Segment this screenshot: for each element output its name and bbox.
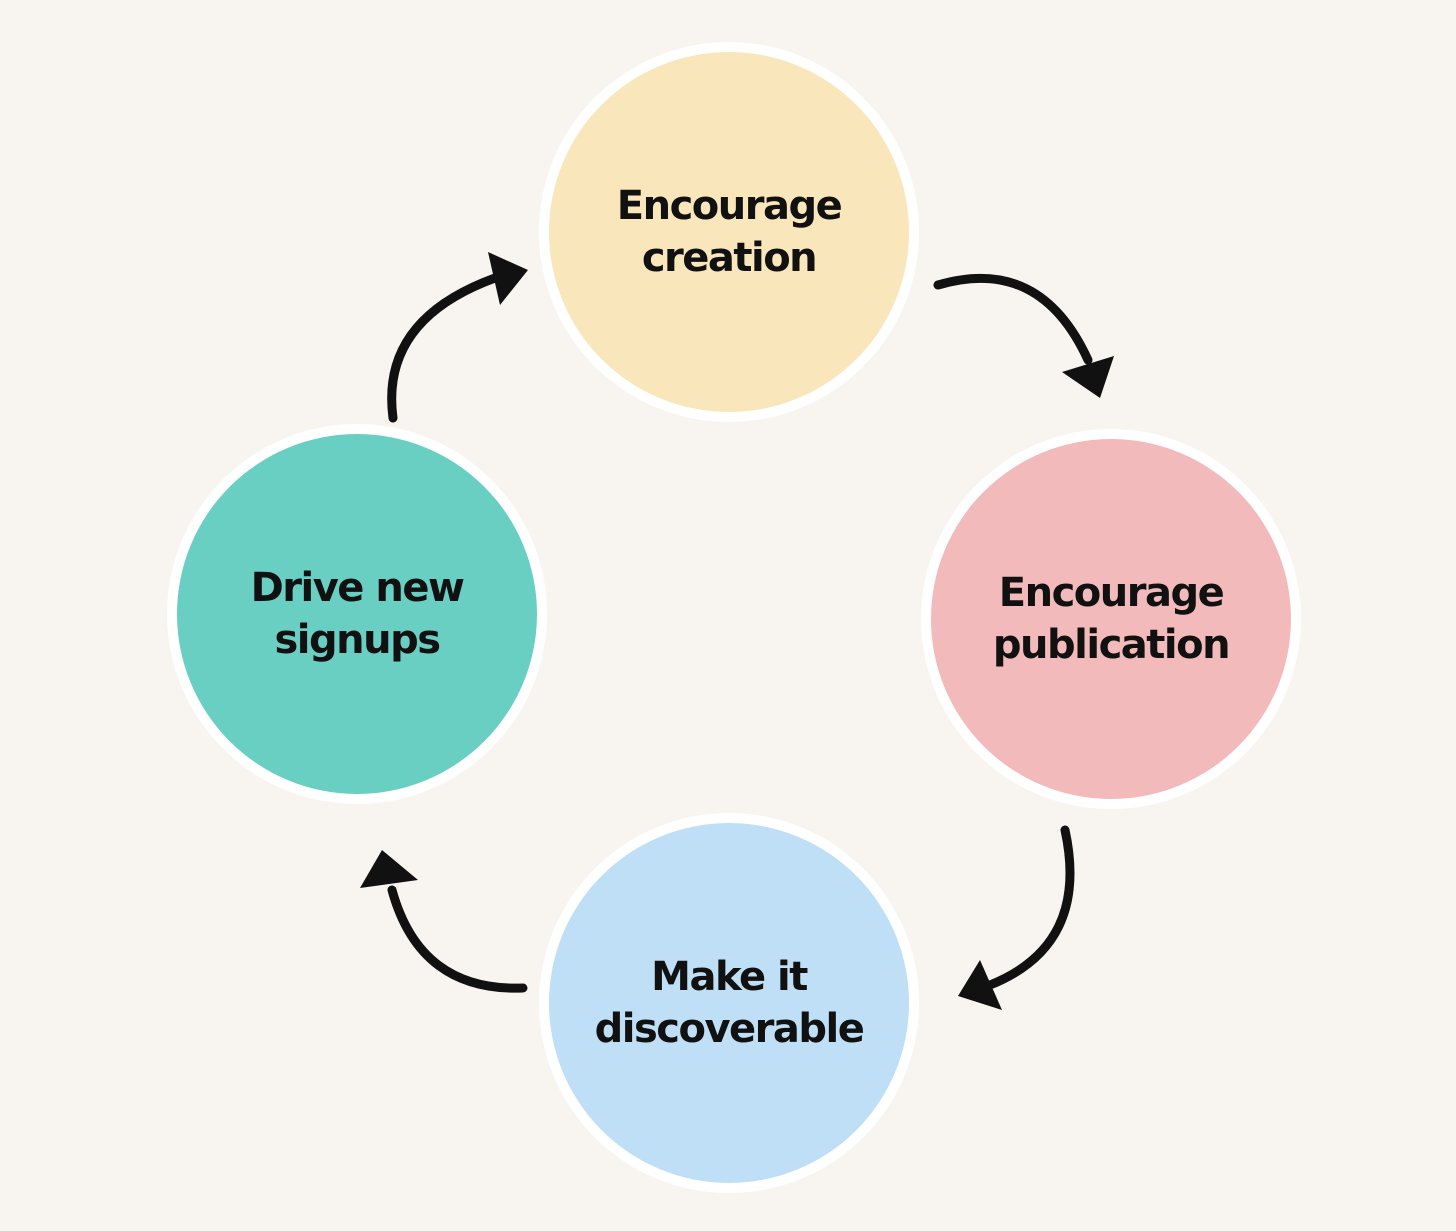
nodes-layer: EncouragecreationEncouragepublicationMak…: [167, 42, 1301, 1193]
node-label-line: Make it: [651, 954, 808, 1000]
arrow-head: [958, 960, 1002, 1010]
arrow-shaft: [387, 273, 500, 423]
node-circle: [177, 434, 537, 794]
arrow-encourage-creation-to-encourage-publication: [933, 273, 1114, 398]
node-circle: [549, 823, 909, 1183]
node-circle: [931, 439, 1291, 799]
node-encourage-publication: Encourage publication: [921, 429, 1301, 809]
arrow-encourage-publication-to-make-it-discoverable: [958, 825, 1075, 1010]
arrow-shaft: [985, 825, 1075, 990]
arrow-shaft: [387, 885, 528, 993]
node-drive-new-signups: Drive new signups: [167, 424, 547, 804]
arrow-drive-new-signups-to-encourage-creation: [387, 252, 528, 423]
node-label-line: Drive new: [251, 565, 464, 611]
node-label-line: Encourage: [617, 183, 842, 229]
node-circle: [549, 52, 909, 412]
node-label-line: discoverable: [595, 1006, 864, 1052]
edges-layer: [360, 252, 1114, 1010]
node-encourage-creation: Encourage creation: [539, 42, 919, 422]
node-make-it-discoverable: Make it discoverable: [539, 813, 919, 1193]
node-label-line: Encourage: [999, 570, 1224, 616]
arrow-shaft: [933, 273, 1093, 365]
arrow-make-it-discoverable-to-drive-new-signups: [360, 850, 528, 993]
node-label-line: signups: [274, 617, 439, 663]
node-label-line: creation: [642, 235, 816, 281]
arrow-head: [360, 850, 418, 888]
arrow-head: [488, 252, 528, 305]
arrow-head: [1062, 356, 1114, 398]
node-label-line: publication: [993, 622, 1229, 668]
